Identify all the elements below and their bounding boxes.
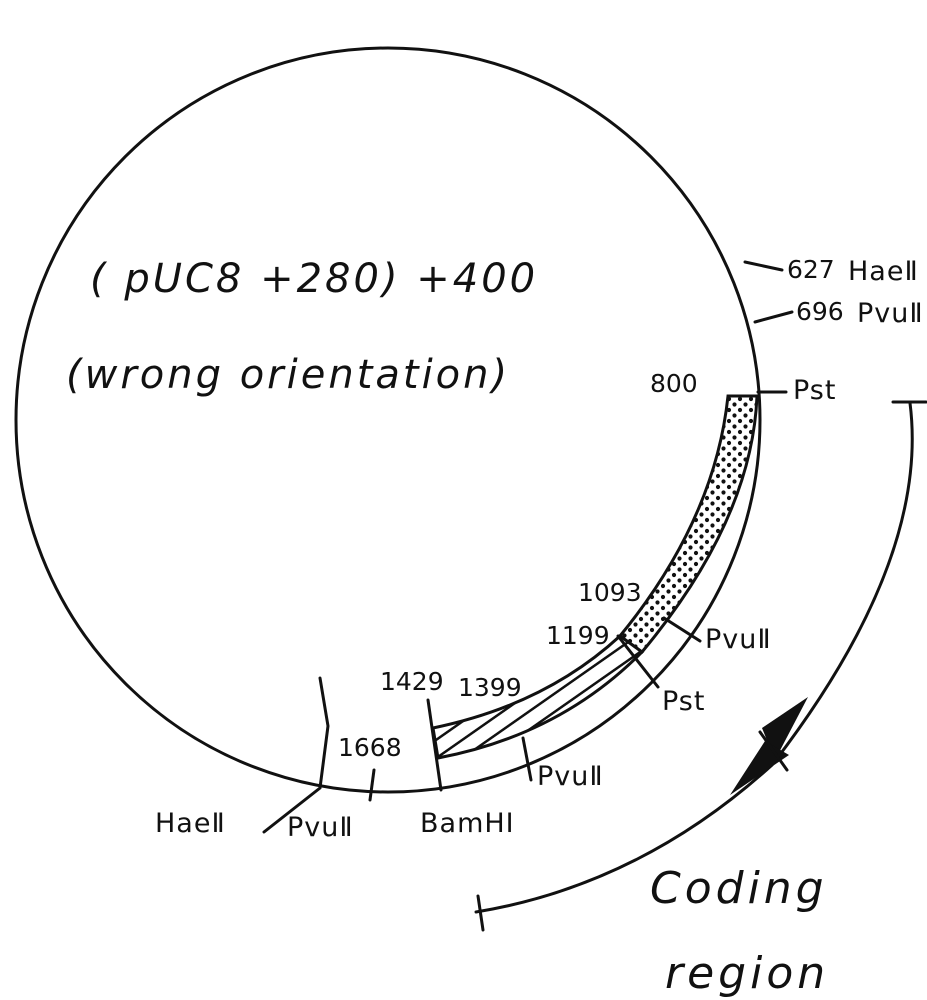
orientation-note: (wrong orientation)	[66, 352, 510, 398]
coding-region-label-line2: region	[665, 948, 829, 999]
coord-1429: 1429	[380, 667, 444, 696]
pvuII-1668-tick	[368, 768, 376, 802]
site-pst-1199: Pst	[662, 686, 705, 717]
pvuII-696-tick	[753, 310, 794, 324]
site-pvuII-1399: PvuⅡ	[537, 761, 604, 792]
site-pst-800: Pst	[793, 375, 836, 406]
coding-region-label-line1: Coding	[650, 863, 828, 914]
construct-title: ( pUC8 +280) +400	[90, 256, 538, 302]
dotted-insert-segment	[617, 394, 759, 655]
plasmid-backbone	[14, 46, 762, 794]
site-pvuII-1668: PvuⅡ	[287, 812, 354, 843]
coding-region-end-bar	[476, 894, 485, 932]
site-bamhi-1429: BamHI	[420, 808, 515, 839]
coord-800: 800	[650, 369, 698, 398]
coord-1093: 1093	[578, 578, 642, 607]
bamhi-1429-tick	[426, 698, 443, 792]
site-pvuII-1093: PvuⅡ	[705, 624, 772, 655]
pvuII-1093-tick	[662, 616, 702, 643]
site-haeII-627: HaeⅡ	[848, 256, 919, 287]
haeII-left-tick	[262, 676, 330, 834]
haeII-627-tick	[743, 260, 784, 272]
coord-1668: 1668	[338, 733, 402, 762]
site-pvuII-696: PvuⅡ	[857, 298, 924, 329]
pst-1199-tick	[616, 634, 660, 689]
hatched-insert-segment	[431, 634, 645, 760]
coord-1399: 1399	[458, 673, 522, 702]
pvuII-1399-tick	[521, 736, 533, 782]
coding-region-stop-mark	[758, 730, 789, 772]
site-haeII-left: HaeⅡ	[155, 808, 226, 839]
coord-627: 627	[787, 255, 835, 284]
coding-region-arc	[474, 401, 914, 914]
coord-696: 696	[796, 297, 844, 326]
coding-region-arrow-down	[762, 697, 808, 760]
coord-1199: 1199	[546, 621, 610, 650]
